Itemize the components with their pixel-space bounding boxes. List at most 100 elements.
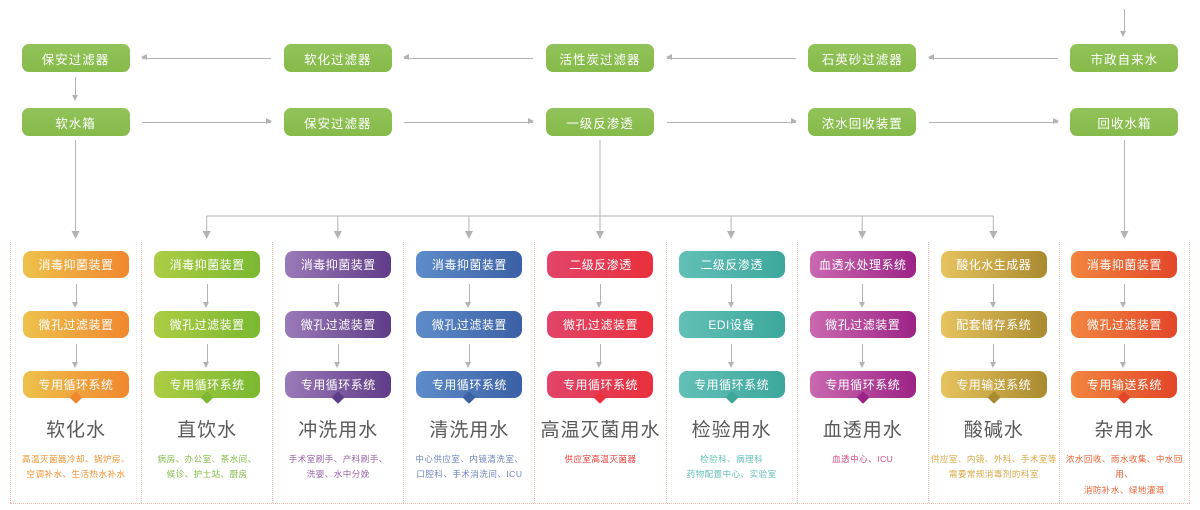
pointer-tail-icon <box>69 391 83 404</box>
process-step-final: 专用循环系统 <box>23 371 130 404</box>
flow-node: 一级反渗透 <box>545 108 654 136</box>
water-type-title: 酸碱水 <box>963 420 1024 441</box>
process-step-label: 专用循环系统 <box>562 378 638 392</box>
column-miscellaneous-water: 消毒抑菌装置 微孔过滤装置 专用输送系统 杂用水 浓水回收、雨水收集、中水回用、… <box>1058 242 1190 503</box>
down-arrow-icon <box>989 344 996 368</box>
down-arrow-icon <box>596 284 603 308</box>
usage-description: 病房、办公室、茶水间、 候诊、护士站、厨房 <box>157 454 257 480</box>
down-arrow-icon <box>465 344 472 368</box>
flow-node: 回收水箱 <box>1070 108 1179 136</box>
down-arrow-icon <box>72 344 79 368</box>
right-arrow-icon <box>928 118 1059 124</box>
water-type-title: 检验用水 <box>691 420 772 441</box>
process-step-label: 专用输送系统 <box>956 378 1032 392</box>
left-arrow-icon <box>927 54 1058 60</box>
process-step: 微孔过滤装置 <box>1071 311 1178 338</box>
process-step: 酸化水生成器 <box>940 251 1047 278</box>
water-type-title: 冲洗用水 <box>298 420 379 441</box>
process-step-label: 专用循环系统 <box>694 378 770 392</box>
water-type-title: 高温灭菌用水 <box>540 420 661 441</box>
process-step-label: 专用输送系统 <box>1086 378 1162 392</box>
usage-description: 浓水回收、雨水收集、中水回用、 消防补水、绿地灌溉 <box>1065 454 1183 495</box>
inlet-arrow-row <box>0 0 1200 44</box>
right-arrow-icon <box>142 118 273 124</box>
flow-node: 浓水回收装置 <box>808 108 917 136</box>
process-step: 消毒抑菌装置 <box>416 251 523 278</box>
column-sterilization-water: 二级反渗透 微孔过滤装置 专用循环系统 高温灭菌用水 供应室高温灭菌器 <box>534 242 665 503</box>
column-acid-alkaline-water: 酸化水生成器 配套储存系统 专用输送系统 酸碱水 供应室、内镜、外科、手术室等 … <box>927 242 1059 503</box>
process-step-label: 专用循环系统 <box>300 378 376 392</box>
gap-cell <box>10 72 141 108</box>
process-step-label: 专用循环系统 <box>825 378 901 392</box>
column-hemodialysis-water: 血透水处理系统 微孔过滤装置 专用循环系统 血透用水 血透中心、ICU <box>796 242 928 503</box>
down-arrow-icon <box>1120 284 1127 308</box>
process-step: 消毒抑菌装置 <box>23 251 130 278</box>
down-arrow-icon <box>334 344 341 368</box>
branch-connector-lines <box>71 140 1129 239</box>
process-step: 微孔过滤装置 <box>416 311 523 338</box>
process-step: 消毒抑菌装置 <box>154 251 261 278</box>
usage-description: 中心供应室、内镜清洗室、 口腔科、手术消洗间、ICU <box>415 454 524 480</box>
flow-node: 保安过滤器 <box>21 44 130 72</box>
process-step-label: 专用循环系统 <box>38 378 114 392</box>
process-step: 微孔过滤装置 <box>285 311 392 338</box>
column-softened-water: 消毒抑菌装置 微孔过滤装置 专用循环系统 软化水 高温灭菌器冷却、锅炉房、 空调… <box>10 242 141 503</box>
down-arrow-icon <box>1120 344 1127 368</box>
water-type-title: 软化水 <box>46 420 107 441</box>
down-arrow-icon <box>71 77 78 101</box>
process-step: EDI设备 <box>678 311 785 338</box>
usage-description: 手术室刷手、产科刷手、 洗婴、水中分娩 <box>288 454 388 480</box>
water-type-title: 血透用水 <box>822 420 903 441</box>
down-arrow-icon <box>334 284 341 308</box>
right-arrow-icon <box>666 118 797 124</box>
process-step-final: 专用输送系统 <box>940 371 1047 404</box>
process-step-final: 专用循环系统 <box>678 371 785 404</box>
pointer-tail-icon <box>725 391 738 404</box>
down-arrow-icon <box>596 344 603 368</box>
pointer-tail-icon <box>856 391 870 404</box>
down-arrow-icon <box>203 344 210 368</box>
process-step-final: 专用循环系统 <box>547 371 654 404</box>
process-step-final: 专用循环系统 <box>154 371 261 404</box>
pointer-tail-icon <box>987 391 1001 404</box>
down-arrow-icon <box>72 284 79 308</box>
process-step-label: 专用循环系统 <box>169 378 245 392</box>
column-laboratory-water: 二级反渗透 EDI设备 专用循环系统 检验用水 检验科、病理科 药物配置中心、实… <box>665 242 797 503</box>
process-step: 微孔过滤装置 <box>23 311 130 338</box>
down-arrow-icon <box>465 284 472 308</box>
down-arrow-icon <box>858 284 865 308</box>
pretreatment-row-1: 保安过滤器 软化过滤器 活性炭过滤器 石英砂过滤器 市政自来水 <box>0 44 1200 72</box>
treatment-columns: 消毒抑菌装置 微孔过滤装置 专用循环系统 软化水 高温灭菌器冷却、锅炉房、 空调… <box>10 242 1190 504</box>
down-arrow-icon <box>989 284 996 308</box>
right-arrow-icon <box>404 118 535 124</box>
process-step-label: 专用循环系统 <box>431 378 507 392</box>
process-step-final: 专用循环系统 <box>416 371 523 404</box>
flow-node: 软水箱 <box>21 108 130 136</box>
down-arrow-icon <box>858 344 865 368</box>
flow-node: 软化过滤器 <box>283 44 392 72</box>
usage-description: 检验科、病理科 药物配置中心、实验室 <box>686 454 777 480</box>
left-arrow-icon <box>403 54 534 60</box>
down-arrow-icon <box>1120 9 1127 37</box>
pointer-tail-icon <box>331 391 345 404</box>
process-step: 二级反渗透 <box>678 251 785 278</box>
process-step: 二级反渗透 <box>547 251 654 278</box>
water-type-title: 杂用水 <box>1094 420 1155 441</box>
process-step: 微孔过滤装置 <box>547 311 654 338</box>
process-step: 消毒抑菌装置 <box>1071 251 1178 278</box>
process-step: 血透水处理系统 <box>809 251 916 278</box>
column-drinking-water: 消毒抑菌装置 微孔过滤装置 专用循环系统 直饮水 病房、办公室、茶水间、 候诊、… <box>141 242 272 503</box>
flow-node: 活性炭过滤器 <box>545 44 654 72</box>
pointer-tail-icon <box>463 391 476 404</box>
process-step: 微孔过滤装置 <box>809 311 916 338</box>
left-arrow-icon <box>665 54 796 60</box>
usage-description: 血透中心、ICU <box>832 454 894 464</box>
water-type-title: 清洗用水 <box>429 420 510 441</box>
inlet-cell <box>1059 0 1190 44</box>
pretreatment-row-2: 软水箱 保安过滤器 一级反渗透 浓水回收装置 回收水箱 <box>0 108 1200 136</box>
water-type-title: 直饮水 <box>177 420 238 441</box>
flow-node: 市政自来水 <box>1070 44 1179 72</box>
row-gap <box>0 72 1200 108</box>
left-arrow-icon <box>141 54 272 60</box>
